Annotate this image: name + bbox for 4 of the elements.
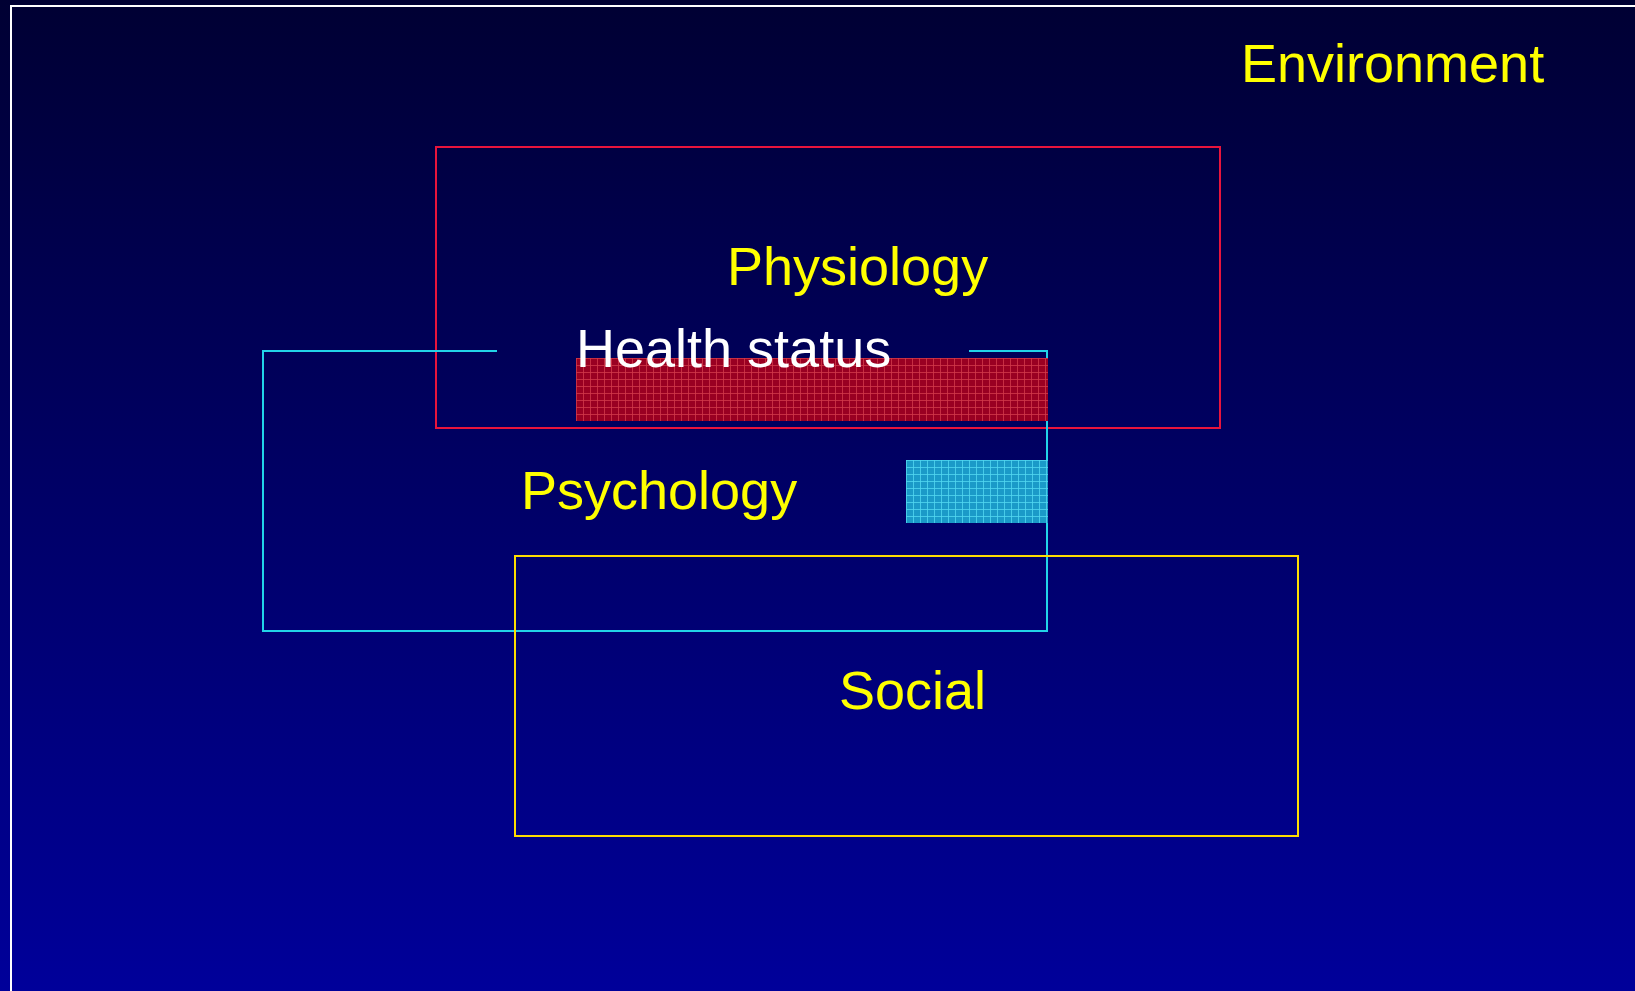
box-label: Physiology: [727, 236, 989, 296]
box-label: Psychology: [521, 460, 798, 520]
box-label: Environment: [1241, 33, 1545, 93]
box-label: Social: [839, 660, 987, 720]
